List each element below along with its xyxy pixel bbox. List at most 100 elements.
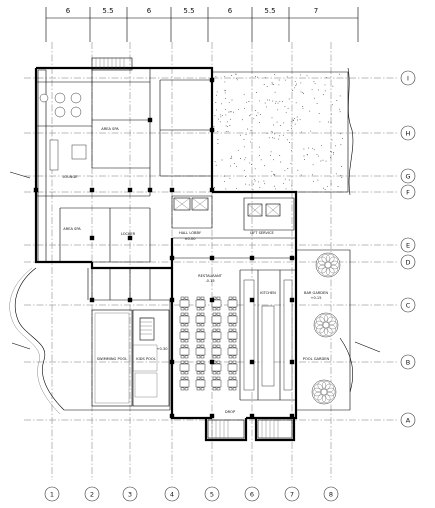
chair — [232, 360, 237, 364]
column — [249, 413, 255, 419]
chair — [212, 355, 217, 359]
chair — [216, 323, 221, 327]
grid-number: 7 — [290, 491, 294, 499]
grid-number: 4 — [170, 491, 174, 499]
kitchen-counter — [283, 279, 293, 391]
chair — [232, 328, 237, 332]
chair — [196, 328, 201, 332]
column — [33, 187, 39, 193]
table — [179, 347, 190, 356]
table — [195, 363, 206, 372]
chair — [180, 296, 185, 300]
chair — [180, 387, 185, 391]
column — [209, 297, 215, 303]
table — [227, 299, 238, 308]
chair — [216, 339, 221, 343]
chair — [196, 355, 201, 359]
table — [195, 379, 206, 388]
chair — [180, 360, 185, 364]
site-boundary — [9, 249, 353, 415]
chair — [180, 344, 185, 348]
chair — [200, 339, 205, 343]
dimension-label: 6 — [147, 7, 152, 15]
column — [249, 255, 255, 261]
chair — [212, 328, 217, 332]
table — [211, 299, 222, 308]
column — [209, 413, 215, 419]
chair — [228, 344, 233, 348]
table — [195, 347, 206, 356]
grid-letter: E — [406, 242, 410, 250]
column — [169, 297, 175, 303]
bottom-grid-bubbles: 1 2 3 4 5 6 7 8 — [44, 486, 339, 502]
grid-number: 2 — [90, 491, 94, 499]
chair — [232, 323, 237, 327]
chair — [228, 355, 233, 359]
chair — [180, 371, 185, 375]
dimension-label: 6 — [66, 7, 71, 15]
dimension-label: 7 — [314, 7, 318, 15]
spa-edge-strip — [37, 69, 87, 263]
chair — [216, 344, 221, 348]
chair — [232, 339, 237, 343]
column — [169, 187, 175, 193]
chair — [180, 339, 185, 343]
chair — [200, 376, 205, 380]
chair — [196, 312, 201, 316]
chair — [232, 312, 237, 316]
grid-letter: B — [406, 359, 410, 367]
tree — [311, 379, 337, 405]
building-walls — [34, 66, 298, 442]
chair — [232, 344, 237, 348]
chair — [216, 296, 221, 300]
chair — [196, 387, 201, 391]
chair — [184, 328, 189, 332]
room-label-hall-lobby: HALL LOBBY — [179, 231, 202, 235]
grid-letter: I — [407, 75, 409, 83]
chair — [216, 328, 221, 332]
column — [209, 77, 215, 83]
chair — [180, 355, 185, 359]
room-label-kids-pool: KIDS POOL — [136, 357, 155, 361]
garden-trees — [311, 252, 341, 405]
room-label-kitchen: KITCHEN — [260, 291, 276, 295]
room-label-restaurant: RESTAURANT — [198, 274, 223, 278]
column — [289, 413, 295, 419]
chair — [212, 323, 217, 327]
grid-number: 3 — [128, 491, 132, 499]
chair — [180, 307, 185, 311]
chair — [228, 360, 233, 364]
chair — [228, 328, 233, 332]
dimension-label: 6 — [228, 7, 233, 15]
chair — [228, 307, 233, 311]
chair — [200, 344, 205, 348]
grid-letter: H — [406, 130, 411, 138]
chair — [228, 371, 233, 375]
table — [179, 315, 190, 324]
chair — [196, 307, 201, 311]
room-label-lift-service: LIFT SERVICE — [250, 231, 274, 235]
room-label-level-b: +0.15 — [310, 296, 321, 300]
structural-columns — [33, 77, 295, 419]
chair — [196, 323, 201, 327]
chair — [228, 376, 233, 380]
table — [211, 379, 222, 388]
table — [227, 347, 238, 356]
table — [195, 315, 206, 324]
grid-number: 8 — [329, 491, 333, 499]
top-dimension-chain: 6 5.5 6 5.5 6 5.5 7 — [45, 7, 359, 42]
chair — [232, 296, 237, 300]
grid-number: 5 — [210, 491, 214, 499]
chair — [228, 312, 233, 316]
chair — [200, 323, 205, 327]
column — [169, 359, 175, 365]
dimension-label: 5.5 — [102, 7, 113, 15]
chair — [200, 360, 205, 364]
chair — [184, 360, 189, 364]
room-label-level-a: -0.15 — [205, 279, 214, 283]
chair — [212, 376, 217, 380]
chair — [232, 371, 237, 375]
horizontal-grid-lines — [9, 77, 398, 421]
chair — [200, 296, 205, 300]
grid-number: 6 — [250, 491, 254, 499]
